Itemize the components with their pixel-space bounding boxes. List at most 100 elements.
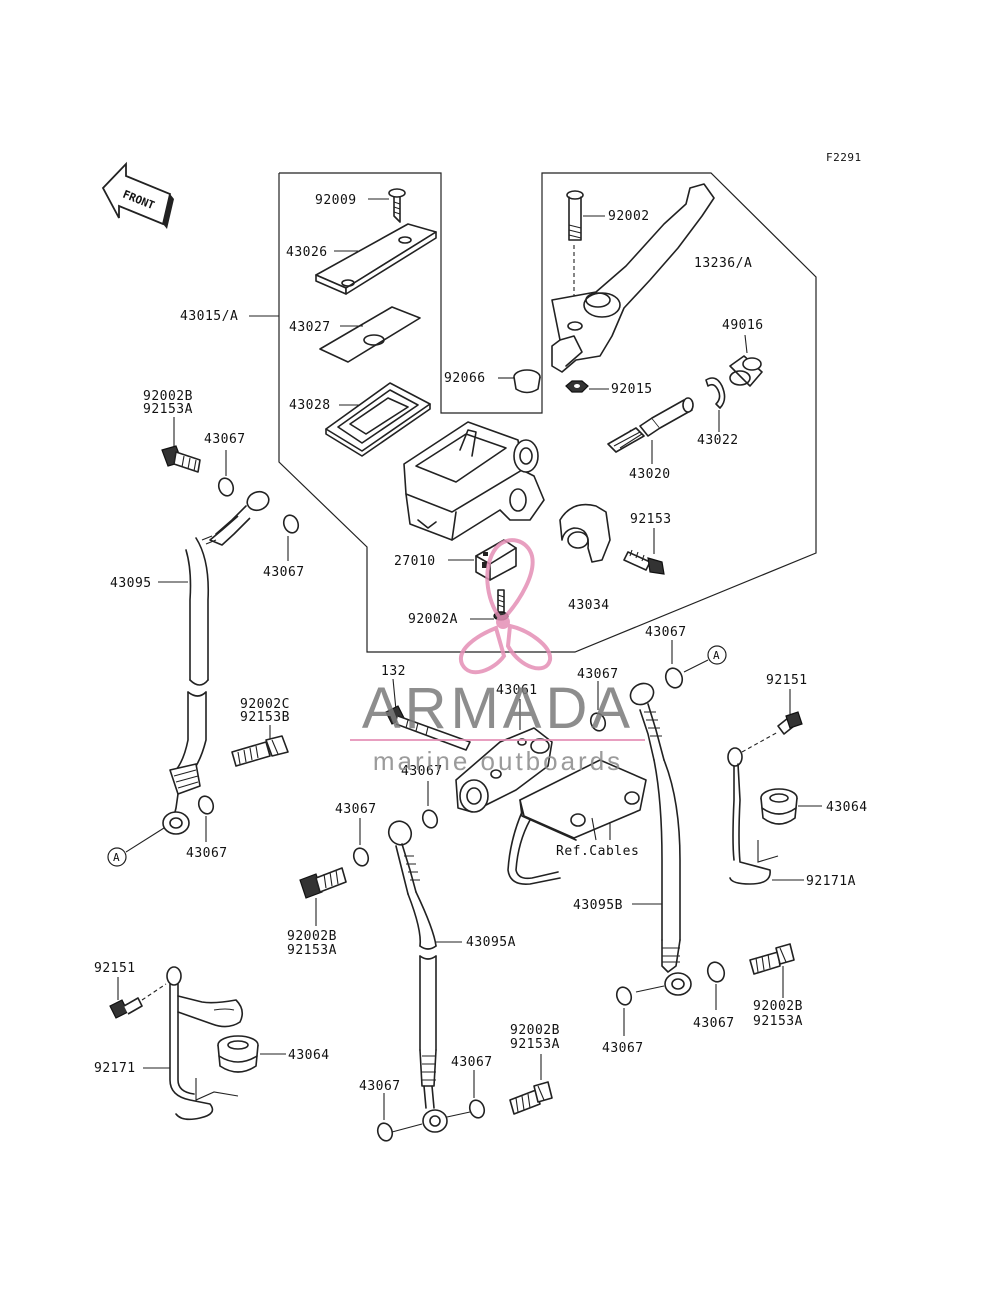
circlip-43022 bbox=[705, 377, 726, 409]
label-92002B-2: 92002B bbox=[753, 999, 803, 1014]
hose-clamp-92171 bbox=[166, 966, 244, 1121]
washer-43067-6 bbox=[352, 847, 370, 867]
label-92002B-4: 92002B bbox=[510, 1023, 560, 1038]
brake-hose-43095B bbox=[629, 682, 692, 996]
label-43061: 43061 bbox=[496, 683, 538, 698]
label-43067-6: 43067 bbox=[335, 802, 377, 817]
label-43067-10: 43067 bbox=[359, 1079, 401, 1094]
label-92153A-2: 92153A bbox=[753, 1014, 803, 1029]
label-43034: 43034 bbox=[568, 598, 610, 613]
banjo-bolt-center-left bbox=[299, 867, 347, 899]
reservoir-group-box bbox=[278, 172, 817, 653]
label-92002C: 92002C bbox=[240, 697, 290, 712]
label-13236A: 13236/A bbox=[694, 256, 752, 271]
label-43067-7: 43067 bbox=[645, 625, 687, 640]
propeller-logo-icon bbox=[458, 538, 552, 675]
screw-92151-right bbox=[777, 711, 803, 735]
label-43067-3: 43067 bbox=[186, 846, 228, 861]
label-43020: 43020 bbox=[629, 467, 671, 482]
label-43067-4: 43067 bbox=[577, 667, 619, 682]
brake-hose-43095A bbox=[387, 820, 448, 1133]
label-43027: 43027 bbox=[289, 320, 331, 335]
label-92151-2: 92151 bbox=[94, 961, 136, 976]
ref-cables-bracket bbox=[507, 759, 647, 886]
front-arrow-icon: FRONT bbox=[101, 161, 174, 229]
watermark-brand: ARMADA bbox=[362, 676, 634, 741]
reservoir-cap-43026 bbox=[315, 223, 437, 295]
brake-hose-43095 bbox=[162, 490, 270, 835]
watermark: ARMADA marine outboards bbox=[350, 538, 645, 776]
label-43095B: 43095B bbox=[573, 898, 623, 913]
label-92171A: 92171A bbox=[806, 874, 856, 889]
washer-43067-8 bbox=[615, 986, 633, 1006]
grommet-43064-right bbox=[760, 788, 798, 825]
label-92002B-1: 92002B bbox=[143, 389, 193, 404]
bolt-92153 bbox=[623, 549, 665, 575]
label-43067-1: 43067 bbox=[204, 432, 246, 447]
hose-clamp-92171A bbox=[727, 731, 779, 885]
banjo-bolt-right bbox=[749, 943, 795, 975]
label-92171: 92171 bbox=[94, 1061, 136, 1076]
label-43095: 43095 bbox=[110, 576, 152, 591]
label-43067-2: 43067 bbox=[263, 565, 305, 580]
brake-lever-13236A bbox=[551, 183, 715, 373]
label-92002A: 92002A bbox=[408, 612, 458, 627]
label-43015A: 43015/A bbox=[180, 309, 238, 324]
watermark-tagline: marine outboards bbox=[373, 746, 623, 776]
washer-43067-7 bbox=[664, 667, 684, 689]
diaphragm-43028 bbox=[325, 382, 431, 457]
label-132: 132 bbox=[381, 664, 406, 679]
boot-49016 bbox=[729, 355, 763, 387]
washer-43067-11 bbox=[468, 1099, 486, 1119]
banjo-bolt-92002C bbox=[231, 735, 289, 767]
plug-92066 bbox=[513, 369, 541, 394]
washer-43067-2 bbox=[282, 514, 300, 534]
label-43064-2: 43064 bbox=[288, 1048, 330, 1063]
banjo-bolt-left bbox=[161, 445, 201, 473]
piston-assembly-43020 bbox=[607, 397, 694, 453]
label-92153A-1: 92153A bbox=[143, 402, 193, 417]
washer-43067-5 bbox=[421, 809, 439, 829]
label-27010: 27010 bbox=[394, 554, 436, 569]
washer-43067-4 bbox=[589, 712, 607, 732]
label-92153A-3: 92153A bbox=[287, 943, 337, 958]
label-49016: 49016 bbox=[722, 318, 764, 333]
bolt-132 bbox=[385, 705, 471, 751]
label-43028: 43028 bbox=[289, 398, 331, 413]
label-43067-5: 43067 bbox=[401, 764, 443, 779]
master-cylinder-body bbox=[403, 421, 545, 541]
label-92066: 92066 bbox=[444, 371, 486, 386]
ref-cables-label: Ref.Cables bbox=[556, 844, 639, 859]
callout-a-right bbox=[707, 645, 727, 665]
label-43064-1: 43064 bbox=[826, 800, 868, 815]
pivot-bolt-92002 bbox=[566, 190, 584, 241]
nut-92015 bbox=[565, 380, 589, 393]
label-92015: 92015 bbox=[611, 382, 653, 397]
callout-a-left-text: A bbox=[113, 851, 120, 864]
screw-92151-left bbox=[109, 997, 143, 1019]
label-43095A: 43095A bbox=[466, 935, 516, 950]
grommet-43064-left bbox=[217, 1035, 259, 1073]
screw-92009 bbox=[388, 188, 406, 223]
label-92153A-4: 92153A bbox=[510, 1037, 560, 1052]
label-92151-1: 92151 bbox=[766, 673, 808, 688]
label-43022: 43022 bbox=[697, 433, 739, 448]
label-92153: 92153 bbox=[630, 512, 672, 527]
label-92002: 92002 bbox=[608, 209, 650, 224]
callout-a-right-text: A bbox=[713, 649, 720, 662]
plate-43027 bbox=[319, 306, 421, 363]
washer-43067-9 bbox=[706, 961, 726, 983]
washer-43067-1 bbox=[217, 477, 235, 497]
washer-43067-3 bbox=[197, 795, 215, 815]
label-43067-9: 43067 bbox=[693, 1016, 735, 1031]
washer-43067-10 bbox=[376, 1122, 394, 1142]
label-92153B: 92153B bbox=[240, 710, 290, 725]
label-43026: 43026 bbox=[286, 245, 328, 260]
label-92002B-3: 92002B bbox=[287, 929, 337, 944]
clamp-43034 bbox=[559, 503, 611, 563]
label-92009: 92009 bbox=[315, 193, 357, 208]
label-43067-8: 43067 bbox=[602, 1041, 644, 1056]
banjo-bolt-bottom bbox=[509, 1081, 553, 1115]
figure-code: F2291 bbox=[826, 151, 862, 164]
label-43067-11: 43067 bbox=[451, 1055, 493, 1070]
